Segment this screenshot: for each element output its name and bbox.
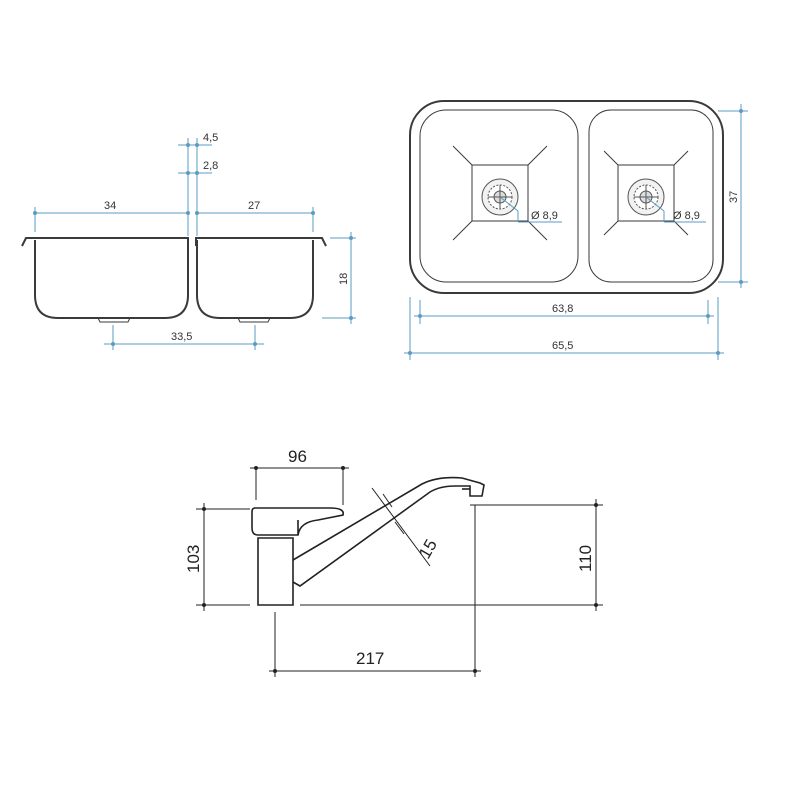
dim-label-right-bowl-width: 27: [248, 200, 260, 212]
dim-label-drain-left: Ø 8,9: [531, 210, 558, 222]
dim-label-top-small-1: 4,5: [203, 132, 218, 144]
dim-label-spout-height: 110: [576, 545, 595, 572]
dim-label-outer-width: 65,5: [552, 340, 573, 352]
dim-label-depth: 18: [338, 273, 350, 285]
dim-label-drain-spacing: 33,5: [171, 331, 192, 343]
faucet-spout: [292, 476, 485, 587]
sink-side-right-bowl: [196, 240, 314, 319]
dim-label-spout-thickness: 15: [415, 536, 441, 562]
sink-side-right-drain: [237, 317, 271, 323]
sink-top-left-bowl: [419, 109, 579, 283]
sink-top-outer-rim: [409, 100, 724, 294]
dim-label-base-width: 96: [288, 447, 307, 466]
sink-top-view: Ø 8,9 Ø 8,9 37 63,8 65,5: [404, 100, 748, 360]
dim-label-drain-right: Ø 8,9: [673, 210, 700, 222]
dim-label-height: 37: [728, 191, 740, 203]
dim-label-reach: 217: [356, 649, 384, 668]
faucet-body: [257, 537, 294, 606]
sink-side-left-bowl: [34, 240, 189, 319]
faucet-side-view: 96 103 15 110 217: [184, 447, 603, 677]
dim-label-inner-width: 63,8: [552, 303, 573, 315]
sink-side-rim: [21, 237, 327, 247]
sink-top-left-drain: [452, 145, 548, 241]
dim-label-base-height: 103: [184, 545, 203, 573]
sink-side-left-drain: [97, 317, 131, 323]
dim-label-top-small-2: 2,8: [203, 160, 218, 172]
sink-top-right-bowl: [588, 109, 714, 283]
sink-side-view: 4,5 2,8 34 27 18 33,5: [21, 132, 356, 350]
dim-label-left-bowl-width: 34: [104, 200, 116, 212]
